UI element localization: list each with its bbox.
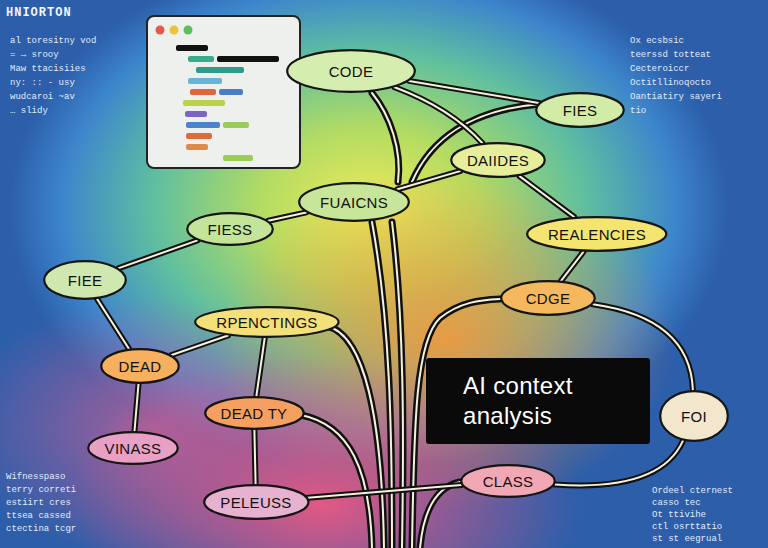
branch-line [254,430,255,484]
branch-line [555,441,683,486]
branch-connector [268,212,306,220]
node-label: FIES [563,102,598,119]
code-window [147,16,300,168]
branch-line [97,299,129,349]
node-label: FIESS [208,221,253,238]
background-note: Cecteroiccr [630,64,689,74]
branch-connector [119,240,198,268]
background-note: ttsea cassed [6,511,71,521]
node-label: CODE [329,63,374,80]
topic-oval: FIESS [186,212,274,246]
topic-oval: RPENCTINGS [194,306,340,338]
background-note: teerssd totteat [630,50,711,60]
background-note: Oantiatiry sayeri [630,92,722,102]
node-label: DAIIDES [467,152,529,169]
branch-line [561,252,583,281]
branch-line [308,485,462,498]
topic-oval: CLASS [460,464,556,498]
topic-oval: DEAD TY [204,396,305,430]
background-note: wudcaroi ~av [10,92,75,102]
topic-oval: PELEUSS [203,484,310,520]
node-label: FIEE [68,272,103,289]
branch-connector [308,485,462,498]
background-note: ctl osrttatio [652,522,722,532]
background-note: st st eegrual [652,534,722,544]
branch-line [172,336,228,356]
background-note: casso tec [652,498,701,508]
topic-oval: FUAICNS [298,182,410,222]
background-note: tio [630,106,646,116]
branch-connector [520,176,575,217]
branch-connector [395,87,483,143]
background-note: estiirt cres [6,498,71,508]
background-note: Ot ttivihe [652,510,706,520]
branch-line [395,87,483,143]
branch-line [308,485,462,498]
background-note: Wifnesspaso [6,472,65,482]
branch-line [268,212,306,220]
node-label: PELEUSS [220,494,291,511]
node-label: FUAICNS [320,194,388,211]
node-label: DEAD [119,358,162,375]
branch-line [172,336,228,356]
topic-oval: DEAD [100,348,180,384]
branch-line [395,87,483,143]
background-note: Ordeel cternest [652,486,733,496]
topic-oval: VINASS [87,431,179,465]
node-label: CDGE [526,290,571,307]
branch-connector [561,252,583,281]
topic-oval: CODE [286,49,416,93]
topic-oval: CDGE [500,280,596,316]
topic-oval: DAIIDES [450,142,546,178]
background-note: ny: :: - usy [10,78,75,88]
topic-oval: REALENCIES [526,216,667,252]
node-label: REALENCIES [548,226,646,243]
branch-line [397,171,460,189]
branch-line [268,212,306,220]
branch-line [119,240,198,268]
background-note: Ox ecsbsic [630,36,684,46]
branch-connector [172,336,228,356]
branch-connector [397,171,460,189]
background-note: … slidy [10,106,48,116]
branch-line [397,171,460,189]
highlight-box: AI context analysis [426,358,650,444]
background-note: = → srooy [10,50,59,60]
node-label: FOI [681,408,707,425]
background-note: ctectina tcgr [6,524,76,534]
background-note: Octitllinoqocto [630,78,711,88]
branch-connector [555,441,683,486]
branch-line [520,176,575,217]
header-text: HNIORTON [6,6,72,20]
topic-oval: FIES [535,92,625,128]
branch-line [97,299,129,349]
branch-line [135,384,139,431]
node-label: RPENCTINGS [216,314,317,331]
branch-connector [254,430,255,484]
node-label: AI context analysis [463,371,613,431]
topic-oval: FIEE [43,260,127,300]
branch-connector [135,384,139,431]
branch-connector [97,299,129,349]
background-note: Maw ttacisiies [10,64,86,74]
branch-connector [256,338,264,396]
branch-line [520,176,575,217]
branch-line [561,252,583,281]
branch-line [254,430,255,484]
background-note: al toresitny vod [10,36,96,46]
topic-oval: FOI [659,390,729,442]
node-label: DEAD TY [221,405,288,422]
branch-line [256,338,264,396]
branch-line [555,441,683,486]
node-label: VINASS [105,440,162,457]
background-note: terry correti [6,485,76,495]
branch-line [256,338,264,396]
branch-line [119,240,198,268]
branch-line [135,384,139,431]
node-label: CLASS [483,473,534,490]
